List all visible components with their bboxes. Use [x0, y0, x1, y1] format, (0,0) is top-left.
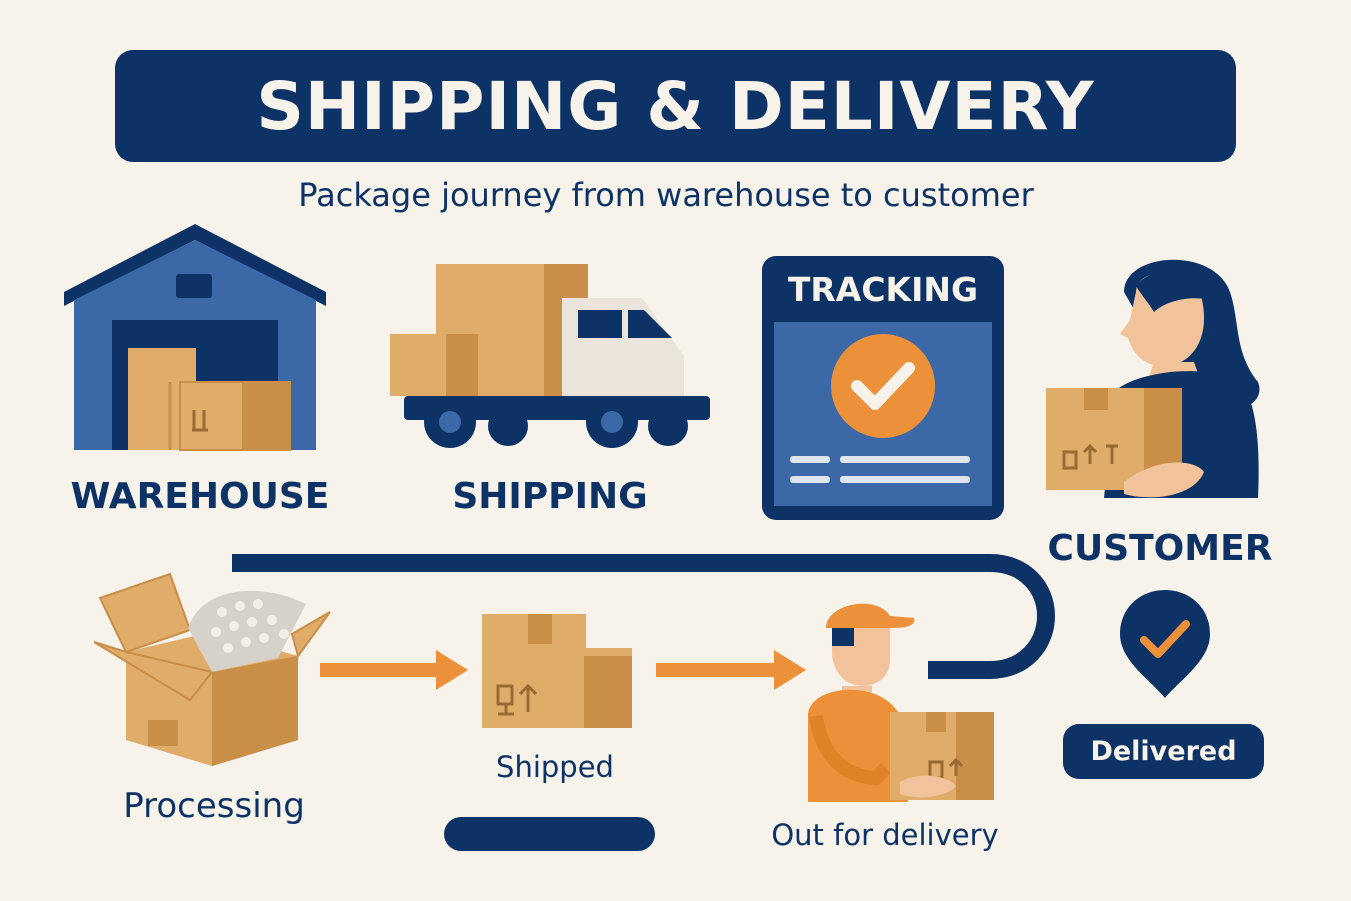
tracking-card	[762, 256, 1004, 520]
stage-label-warehouse: WAREHOUSE	[70, 476, 330, 517]
customer-icon	[1046, 259, 1260, 498]
status-badge: Delivered	[1063, 724, 1264, 779]
step-label-processing: Processing	[123, 786, 305, 826]
truck-icon	[390, 264, 710, 448]
status-badge-label: Delivered	[1090, 736, 1237, 767]
tracking-card-title: TRACKING	[787, 270, 979, 309]
arrow-right-icon	[656, 650, 806, 690]
stage-label-customer: CUSTOMER	[1047, 528, 1273, 569]
warehouse-icon	[64, 224, 326, 451]
title-banner: SHIPPING & DELIVERY	[115, 50, 1236, 162]
progress-bar	[444, 817, 655, 851]
stage-label-shipping: SHIPPING	[452, 476, 648, 517]
location-pin-check-icon	[1120, 590, 1210, 698]
arrow-right-icon	[320, 650, 468, 690]
box-stack-icon	[482, 614, 632, 728]
page-title: SHIPPING & DELIVERY	[256, 67, 1095, 145]
step-label-shipped: Shipped	[496, 750, 614, 784]
courier-icon	[808, 603, 994, 802]
step-label-out-for-delivery: Out for delivery	[771, 818, 999, 852]
page-subtitle: Package journey from warehouse to custom…	[298, 176, 1034, 214]
open-box-icon	[93, 572, 331, 766]
